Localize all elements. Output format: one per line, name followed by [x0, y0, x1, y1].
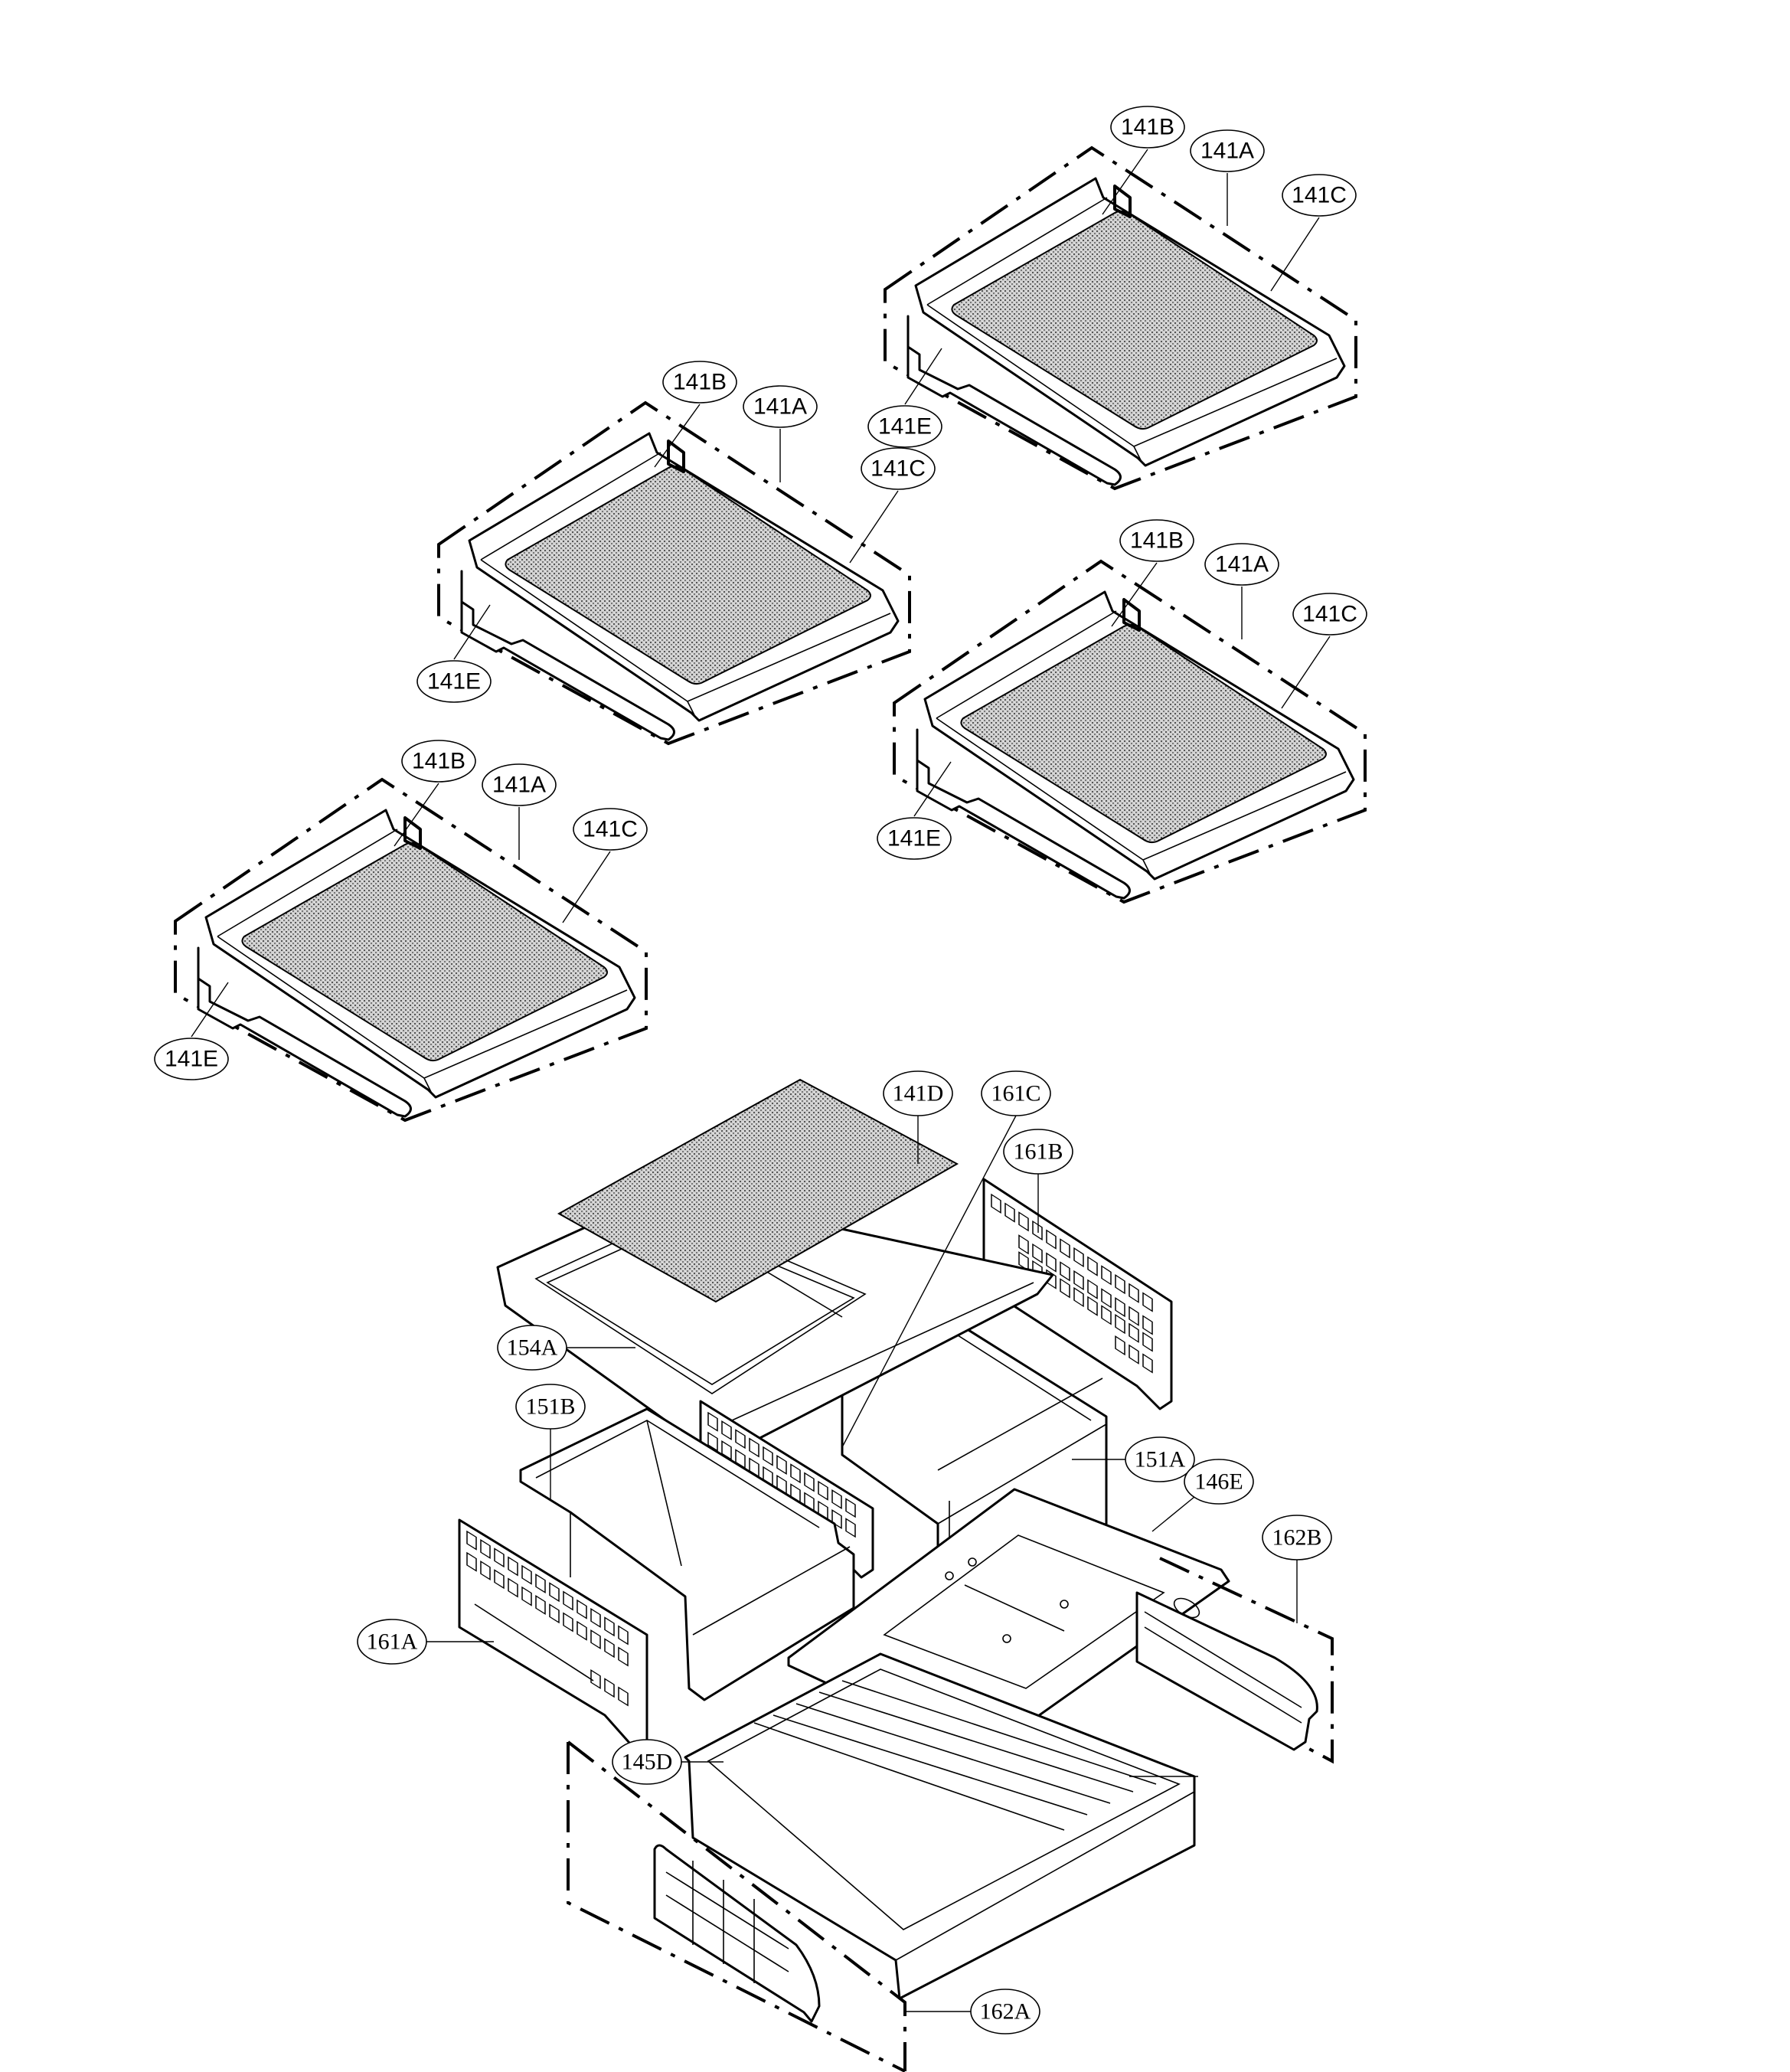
callout-label: 141C — [1292, 183, 1347, 208]
callout-ellipse — [482, 763, 557, 806]
callout-ellipse — [1110, 106, 1185, 149]
callout-ellipse — [515, 1384, 586, 1430]
callout-label: 141B — [1130, 528, 1184, 554]
callout-label: 161B — [1013, 1139, 1063, 1165]
callout-ellipse — [573, 808, 648, 851]
callout-label: 141C — [1302, 602, 1357, 627]
crisper-drawer-151b — [519, 1407, 855, 1701]
callout-ellipse — [867, 405, 942, 448]
grille-162a — [567, 1740, 906, 2072]
callout-ellipse — [1003, 1129, 1073, 1175]
callout-ellipse — [1125, 1436, 1195, 1482]
callout-label: 151A — [1135, 1447, 1186, 1472]
callout-146e: 146E — [1184, 1459, 1254, 1505]
callout-ellipse — [1292, 593, 1367, 636]
callout-141c: 141C — [861, 447, 936, 490]
callout-ellipse — [1204, 543, 1279, 586]
callout-161b: 161B — [1003, 1129, 1073, 1175]
callout-ellipse — [970, 1989, 1040, 2034]
rail-162b — [1135, 1557, 1334, 1764]
callout-label: 145D — [622, 1750, 673, 1775]
callout-141b: 141B — [401, 740, 476, 783]
callout-141e: 141E — [867, 405, 942, 448]
callout-label: 151B — [525, 1394, 575, 1420]
callout-ellipse — [1190, 129, 1265, 172]
callout-label: 141B — [1121, 115, 1174, 140]
callout-141d: 141D — [883, 1070, 953, 1116]
callout-labels: 141B 141A 141C 141E 141B 141A 141C 141E 141B 141A… — [154, 106, 1367, 2034]
callout-ellipse — [883, 1070, 953, 1116]
callout-141b: 141B — [662, 361, 737, 404]
callout-ellipse — [981, 1070, 1051, 1116]
callout-ellipse — [662, 361, 737, 404]
callout-141a: 141A — [743, 385, 818, 428]
callout-ellipse — [1282, 174, 1357, 217]
callout-162b: 162B — [1262, 1515, 1332, 1561]
callout-label: 141E — [878, 414, 932, 440]
callout-151b: 151B — [515, 1384, 586, 1430]
shelf-assembly-2 — [437, 401, 911, 745]
callout-141b: 141B — [1119, 519, 1194, 562]
callout-label: 161A — [367, 1629, 418, 1655]
callout-label: 141A — [1200, 139, 1254, 164]
crisper-assembly — [426, 1078, 1334, 2072]
callout-ellipse — [154, 1038, 229, 1080]
callout-label: 141E — [165, 1047, 218, 1072]
callout-145d: 145D — [612, 1739, 682, 1785]
callout-label: 162A — [980, 1999, 1031, 2025]
callout-label: 141E — [887, 826, 941, 851]
callout-ellipse — [612, 1739, 682, 1785]
callout-161a: 161A — [357, 1619, 427, 1665]
shelf-assembly-3 — [893, 560, 1367, 904]
callout-151a: 151A — [1125, 1436, 1195, 1482]
callout-141c: 141C — [573, 808, 648, 851]
callout-ellipse — [497, 1325, 567, 1371]
callout-141e: 141E — [877, 817, 952, 860]
callout-141c: 141C — [1292, 593, 1367, 636]
callout-label: 141A — [1215, 552, 1269, 577]
callout-ellipse — [1184, 1459, 1254, 1505]
callout-161c: 161C — [981, 1070, 1051, 1116]
callout-label: 141C — [583, 817, 638, 842]
callout-141b: 141B — [1110, 106, 1185, 149]
callout-label: 141A — [492, 773, 546, 798]
callout-label: 141B — [673, 370, 727, 395]
callout-label: 141B — [412, 749, 465, 774]
callout-154a: 154A — [497, 1325, 567, 1371]
callout-ellipse — [416, 660, 492, 703]
glass-panel-141d — [557, 1078, 959, 1303]
shelf-assembly-1 — [884, 146, 1357, 490]
callout-ellipse — [401, 740, 476, 783]
shelf-assembly-4 — [174, 778, 648, 1122]
callout-label: 141D — [893, 1081, 944, 1106]
lattice-panel-161a — [458, 1518, 648, 1751]
callout-162a: 162A — [970, 1989, 1040, 2034]
callout-141c: 141C — [1282, 174, 1357, 217]
callout-label: 161C — [991, 1081, 1040, 1106]
callout-label: 146E — [1194, 1469, 1243, 1495]
callout-ellipse — [357, 1619, 427, 1665]
callout-ellipse — [743, 385, 818, 428]
callout-ellipse — [877, 817, 952, 860]
callout-label: 162B — [1272, 1525, 1321, 1551]
callout-ellipse — [1119, 519, 1194, 562]
callout-ellipse — [1262, 1515, 1332, 1561]
callout-ellipse — [861, 447, 936, 490]
callout-label: 141C — [871, 456, 926, 482]
callout-141a: 141A — [1190, 129, 1265, 172]
callout-label: 154A — [507, 1335, 558, 1361]
callout-label: 141A — [753, 394, 807, 420]
callout-label: 141E — [427, 669, 481, 694]
callout-141e: 141E — [416, 660, 492, 703]
bottom-tray-145d — [684, 1652, 1196, 2000]
callout-141a: 141A — [482, 763, 557, 806]
callout-141a: 141A — [1204, 543, 1279, 586]
callout-141e: 141E — [154, 1038, 229, 1080]
